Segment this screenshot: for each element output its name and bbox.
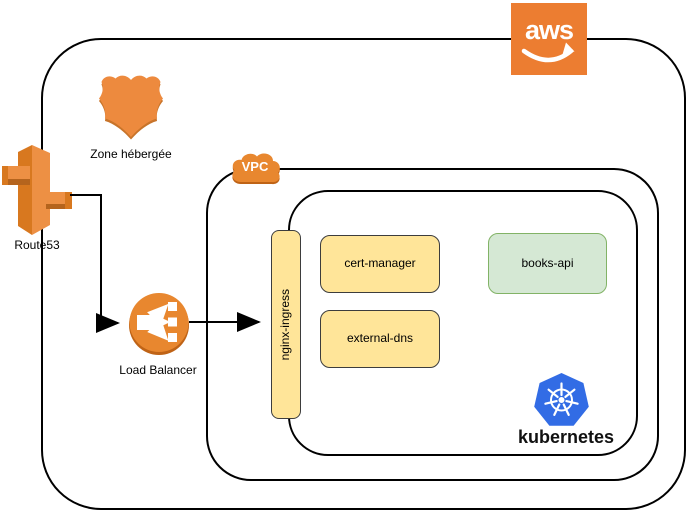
- hosted-zone-shield-icon: [99, 75, 163, 140]
- node-cert-manager: cert-manager: [320, 235, 440, 293]
- route53-icon: [2, 145, 72, 235]
- aws-cloud-boundary: [41, 38, 686, 510]
- load-balancer-icon: [129, 293, 189, 355]
- load-balancer-label: Load Balancer: [119, 363, 197, 377]
- books-api-label: books-api: [521, 255, 574, 270]
- vpc-boundary: [206, 168, 659, 481]
- aws-smile-icon: [521, 42, 575, 63]
- route53-label: Route53: [14, 238, 60, 252]
- external-dns-label: external-dns: [346, 331, 414, 346]
- hosted-zone-label: Zone hébergée: [90, 147, 172, 161]
- vpc-cloud-icon: VPC: [228, 150, 282, 188]
- aws-logo-text: aws: [524, 15, 574, 45]
- node-external-dns: external-dns: [320, 310, 440, 368]
- vpc-label: VPC: [241, 159, 269, 174]
- node-books-api: books-api: [488, 233, 607, 294]
- nginx-ingress-label: nginx-ingress: [278, 288, 293, 361]
- kubernetes-wordmark: kubernetes: [517, 427, 615, 447]
- kubernetes-logo-icon: [534, 373, 589, 426]
- aws-logo-icon: aws: [511, 3, 587, 75]
- cert-manager-label: cert-manager: [344, 256, 416, 271]
- node-nginx-ingress: nginx-ingress: [271, 230, 301, 419]
